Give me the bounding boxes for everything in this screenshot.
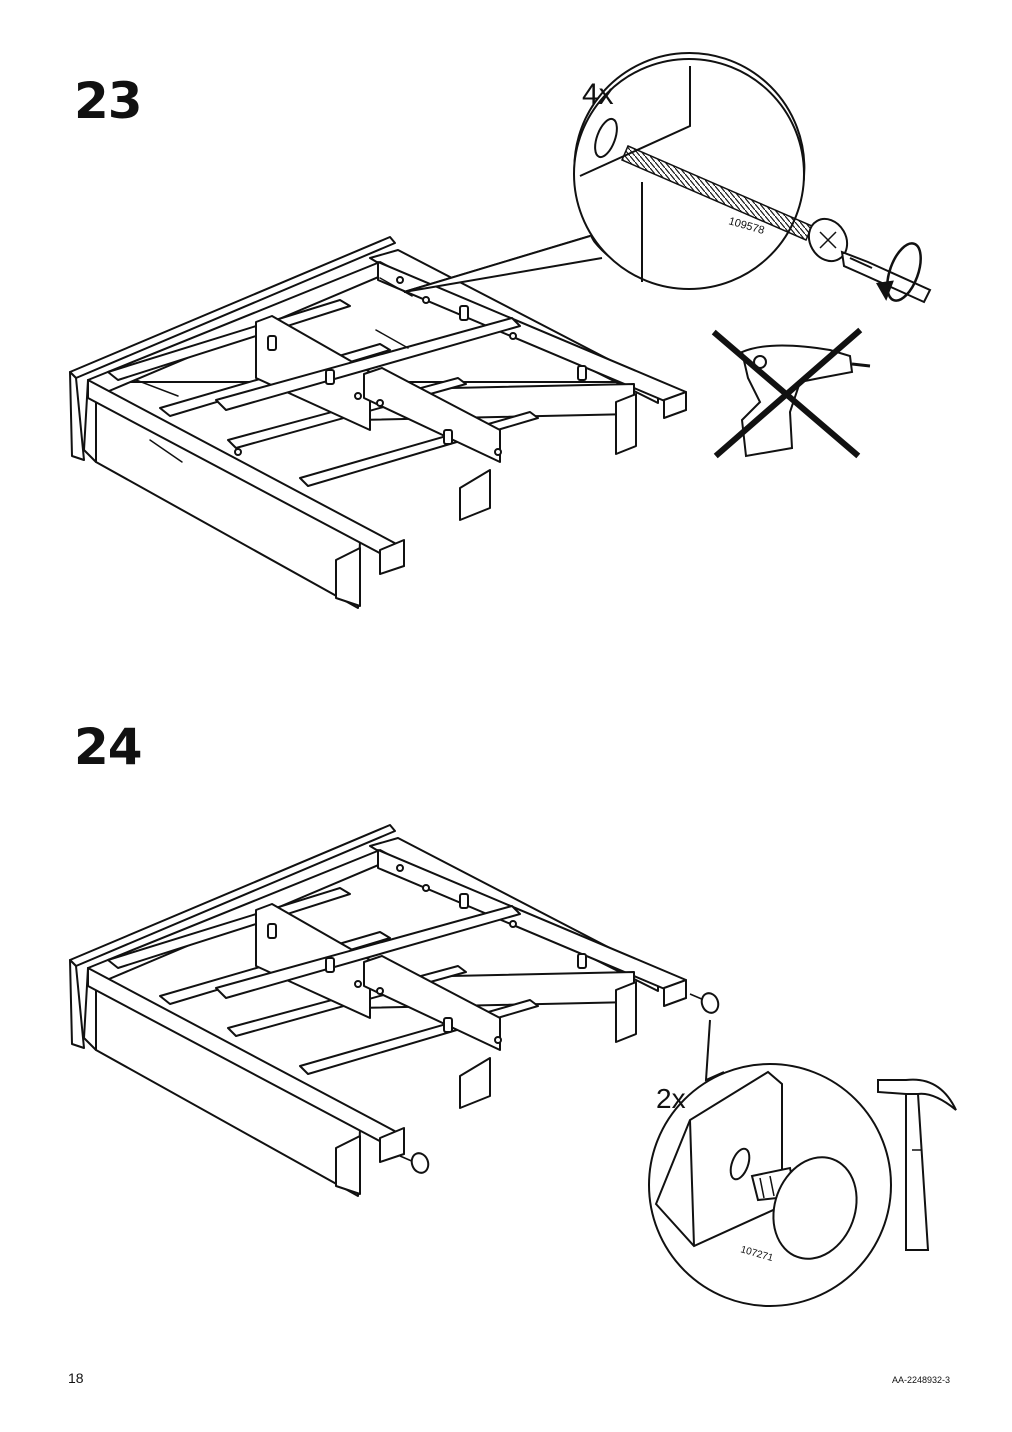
step-23-number: 23 xyxy=(74,72,143,130)
quantity-label-step24: 2x xyxy=(656,1083,686,1114)
page-number: 18 xyxy=(68,1370,84,1386)
plug-cap-icon xyxy=(399,992,720,1174)
bed-frame-illustration-step23 xyxy=(69,236,687,609)
bed-frame-illustration-step24 xyxy=(69,824,687,1197)
power-drill-icon xyxy=(740,344,871,458)
rotate-arrow-icon xyxy=(876,242,922,302)
screwdriver-icon xyxy=(840,250,932,304)
prohibited-cross-icon xyxy=(711,327,863,459)
detail-callout-step24 xyxy=(648,1019,892,1307)
detail-callout-step23 xyxy=(403,52,849,293)
quantity-label-step23: 4x xyxy=(582,78,614,111)
hammer-icon xyxy=(877,1078,957,1251)
document-code: AA-2248932-3 xyxy=(891,1375,950,1385)
screw-icon xyxy=(135,277,413,463)
step-24-number: 24 xyxy=(74,718,143,776)
screw-icon xyxy=(621,145,849,263)
